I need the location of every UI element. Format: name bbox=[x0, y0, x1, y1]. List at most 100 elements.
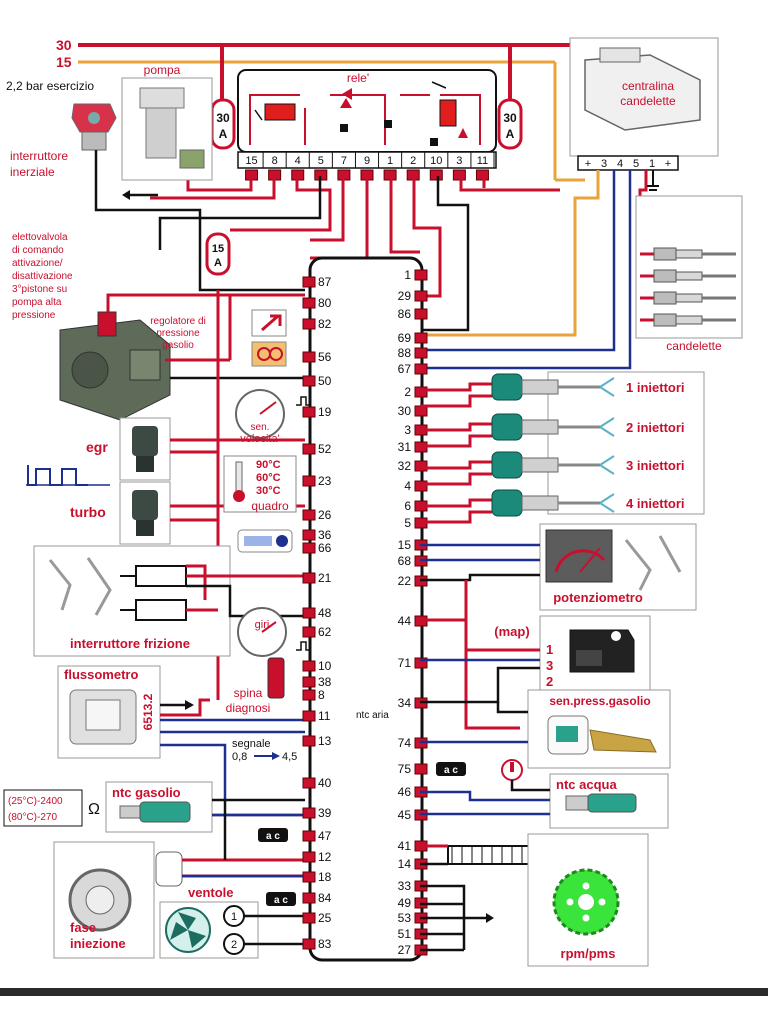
svg-text:15: 15 bbox=[212, 243, 224, 255]
svg-text:1: 1 bbox=[546, 642, 553, 657]
turbo-label: turbo bbox=[70, 504, 106, 520]
ecu-pin-label: 53 bbox=[398, 911, 412, 925]
egr-valve bbox=[119, 417, 171, 481]
relay-pin-row bbox=[237, 151, 497, 169]
ecu-pin-label: 2 bbox=[404, 385, 411, 399]
svg-text:pressione: pressione bbox=[156, 328, 200, 339]
glow-plugs-label: candelette bbox=[666, 339, 722, 353]
ecu-pin-left: 13 bbox=[302, 734, 332, 748]
svg-text:attivazione/: attivazione/ bbox=[12, 258, 63, 269]
clutch-label: interruttore frizione bbox=[70, 636, 190, 651]
relay-pin-label: 8 bbox=[272, 155, 278, 167]
ecu-pin-terminal bbox=[302, 660, 316, 672]
relay-box: rele' bbox=[237, 69, 497, 153]
ecu-pin-terminal bbox=[302, 375, 316, 387]
cooling-fans: 1 2 bbox=[159, 901, 259, 959]
ecu-pin-terminal bbox=[414, 347, 428, 359]
ecu-pin-label: 21 bbox=[318, 571, 332, 585]
ecu-pin-terminal bbox=[414, 657, 428, 669]
ecu-pin-terminal bbox=[302, 676, 316, 688]
temp-gauge: 90°C 60°C 30°C quadro bbox=[223, 455, 297, 513]
svg-text:30°C: 30°C bbox=[256, 485, 281, 497]
ecu-pin-left: 48 bbox=[302, 606, 332, 620]
ecu-pin-label: 41 bbox=[398, 839, 412, 853]
relay-pin-label: 10 bbox=[430, 155, 442, 167]
ecu-pin-label: 36 bbox=[318, 528, 332, 542]
fuel-pressure-sensor: sen.press.gasolio bbox=[527, 689, 671, 769]
svg-text:pompa alta: pompa alta bbox=[12, 297, 62, 308]
ecu-pin-left: 87 bbox=[302, 275, 332, 289]
ecu-pin-label: 50 bbox=[318, 374, 332, 388]
ecu-pin-left: 82 bbox=[302, 317, 332, 331]
svg-text:30: 30 bbox=[216, 111, 230, 125]
ntc-air-label: ntc aria bbox=[356, 710, 389, 721]
relay-pin-label: 5 bbox=[318, 155, 324, 167]
ecu-left-pins: 8780825650195223263666214862103881113403… bbox=[302, 275, 332, 951]
relay-pin-label: 2 bbox=[410, 155, 416, 167]
ecu-pin-label: 82 bbox=[318, 317, 332, 331]
high-pressure-pump bbox=[59, 311, 171, 421]
ecu-pin-terminal bbox=[302, 318, 316, 330]
pressure-label: 2,2 bar esercizio bbox=[6, 79, 94, 93]
egr-label: egr bbox=[86, 439, 108, 455]
svg-text:ntc acqua: ntc acqua bbox=[556, 777, 617, 792]
svg-text:disattivazione: disattivazione bbox=[12, 271, 73, 282]
crank-wheel: rpm/pms bbox=[527, 833, 649, 967]
diagnostic-plug: spina diagnosi bbox=[226, 657, 285, 715]
svg-text:pressione: pressione bbox=[12, 310, 56, 321]
ecu-pin-label: 39 bbox=[318, 806, 332, 820]
relay-pin: 15 bbox=[245, 152, 264, 181]
injector: 1 iniettori bbox=[420, 373, 685, 408]
ecu-pin-left: 47 bbox=[302, 829, 332, 843]
ecu-pin-label: 31 bbox=[398, 440, 412, 454]
svg-text:sen.: sen. bbox=[251, 422, 270, 433]
svg-text:30: 30 bbox=[503, 111, 517, 125]
svg-text:2: 2 bbox=[546, 674, 553, 689]
ecu-pin-terminal bbox=[302, 777, 316, 789]
injector-label: 2 iniettori bbox=[626, 420, 685, 435]
turbo-valve bbox=[119, 481, 171, 545]
svg-text:0,8: 0,8 bbox=[232, 751, 247, 763]
ecu-pin-right: 71 bbox=[398, 656, 428, 670]
ecu-pin-right: 32 bbox=[398, 459, 428, 473]
svg-text:regolatore di: regolatore di bbox=[150, 316, 206, 327]
svg-text:6513.2: 6513.2 bbox=[141, 693, 155, 730]
ac-badge-1: a c bbox=[258, 828, 288, 842]
ecu-pin-left: 23 bbox=[302, 474, 332, 488]
ecu-pin-label: 88 bbox=[398, 346, 412, 360]
ecu-pin-left: 10 bbox=[302, 659, 332, 673]
injection-phase-sensor: fase iniezione bbox=[53, 841, 183, 959]
relay-pin-label: 11 bbox=[477, 155, 488, 167]
ecu-pin-right: 75 bbox=[398, 762, 428, 776]
ecu-pin-label: 1 bbox=[404, 268, 411, 282]
svg-text:3: 3 bbox=[546, 658, 553, 673]
svg-text:sen.press.gasolio: sen.press.gasolio bbox=[549, 694, 650, 708]
ntc-diesel: ntc gasolio bbox=[105, 781, 213, 833]
ecu-pin-label: 49 bbox=[398, 896, 412, 910]
engine-icon bbox=[237, 529, 293, 553]
relay-pin-terminal bbox=[429, 169, 443, 181]
ecu-pin-terminal bbox=[414, 363, 428, 375]
ecu-pin-label: 84 bbox=[318, 891, 332, 905]
ecu-pin-terminal bbox=[414, 480, 428, 492]
ecu-pin-label: 19 bbox=[318, 405, 332, 419]
ecu-pin-left: 39 bbox=[302, 806, 332, 820]
ecu-pin-terminal bbox=[302, 938, 316, 950]
relay-pin-label: 3 bbox=[456, 155, 462, 167]
ecu-pin-terminal bbox=[302, 626, 316, 638]
ecu-pin-label: 51 bbox=[398, 927, 412, 941]
ecu-pin-left: 84 bbox=[302, 891, 332, 905]
svg-text:di comando: di comando bbox=[12, 245, 64, 256]
ecu-pin-terminal bbox=[302, 509, 316, 521]
solenoid-label: elettovalvola di comando attivazione/ di… bbox=[12, 232, 73, 321]
glow-pin-label: 5 bbox=[633, 158, 639, 170]
ecu-pin-label: 26 bbox=[318, 508, 332, 522]
ecu-pin-left: 52 bbox=[302, 442, 332, 456]
ecu-pin-label: 52 bbox=[318, 442, 332, 456]
ecu-pin-terminal bbox=[302, 735, 316, 747]
flow-meter: flussometro 6513.2 bbox=[57, 665, 161, 759]
glow-pin-label: 1 bbox=[649, 158, 655, 170]
injector: 3 iniettori bbox=[420, 451, 685, 486]
relay-pin-terminal bbox=[452, 169, 466, 181]
ecu-pin-label: 32 bbox=[398, 459, 412, 473]
